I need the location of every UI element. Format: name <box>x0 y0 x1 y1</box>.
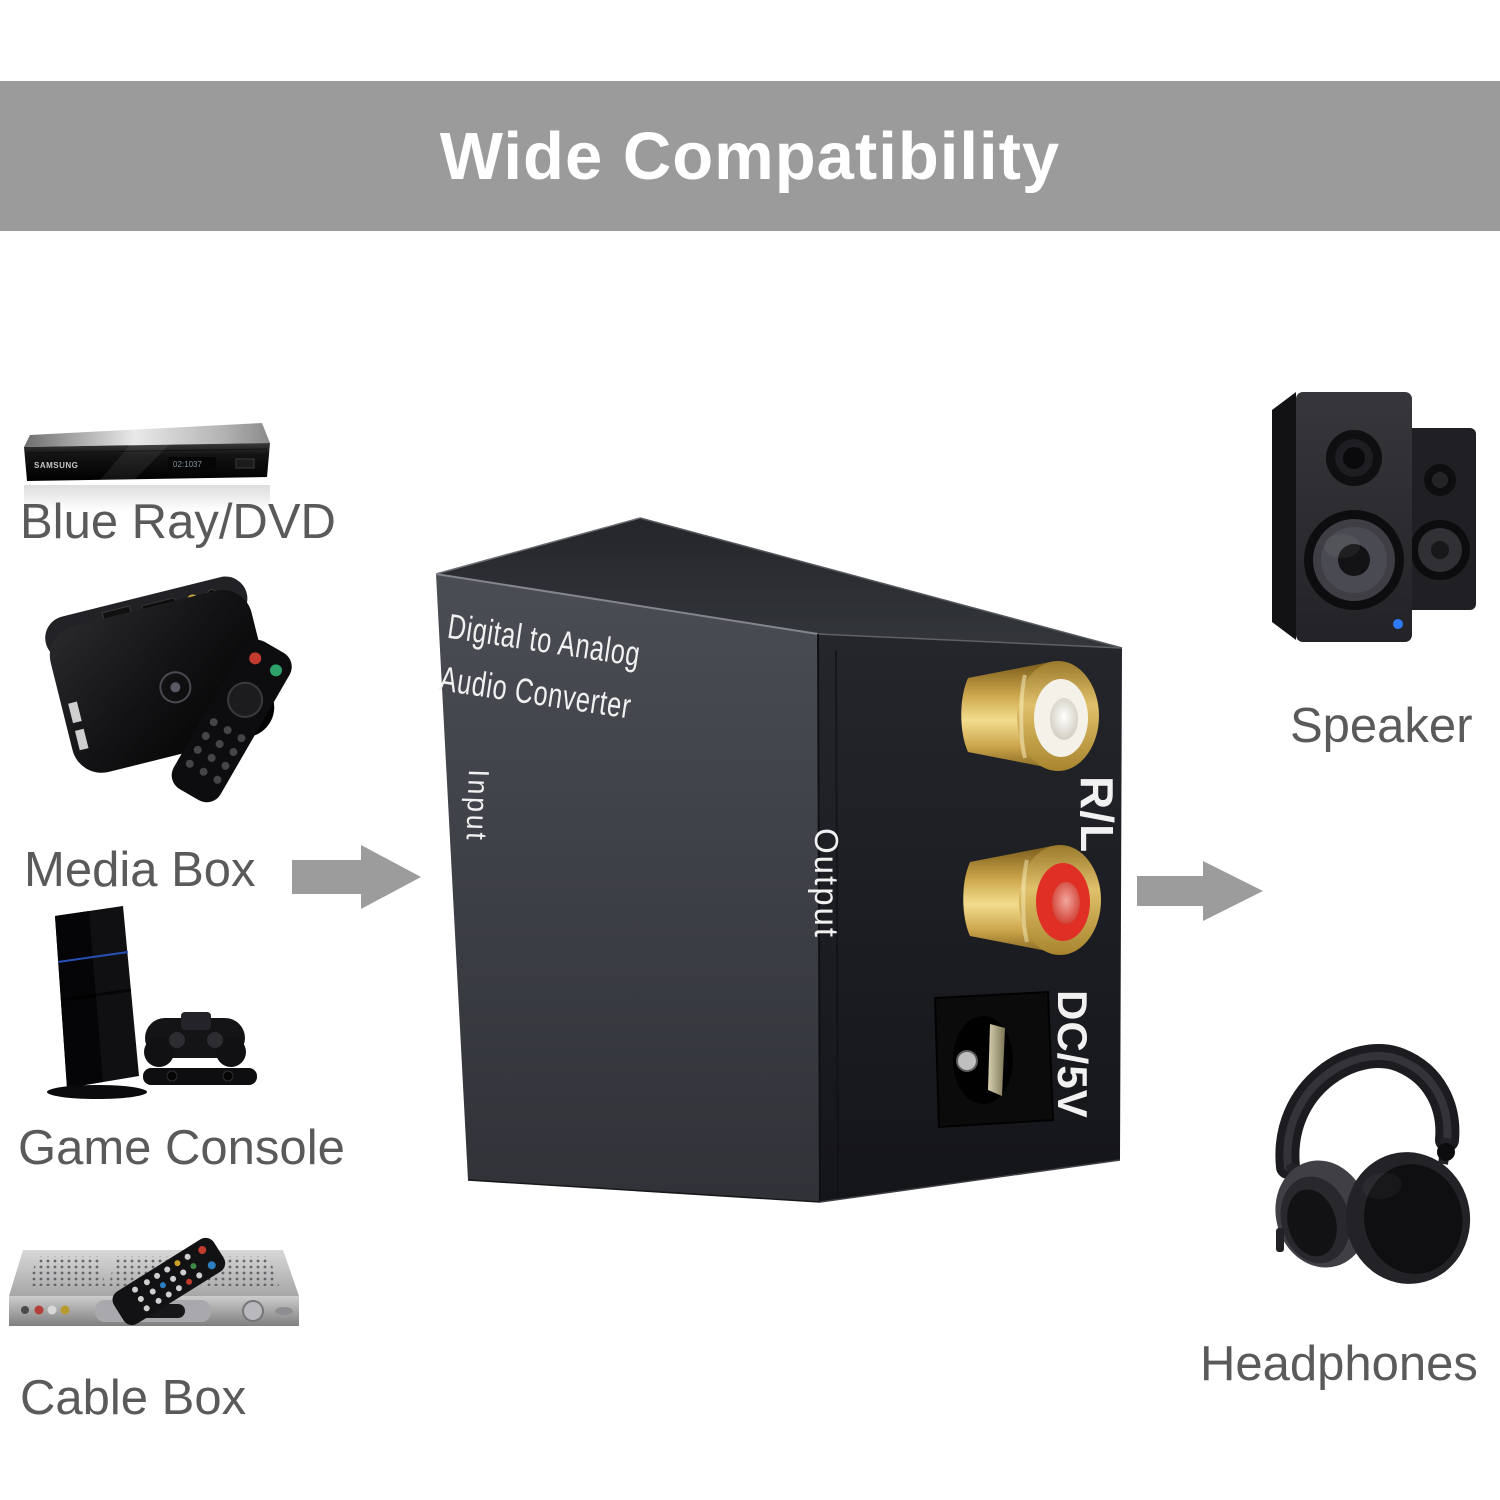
converter-box-image <box>435 517 1123 1203</box>
page-title: Wide Compatibility <box>439 118 1061 194</box>
player-lid <box>24 423 270 447</box>
output-side-label: Output <box>808 828 845 940</box>
remote-power-button <box>249 652 262 665</box>
console-seam <box>60 988 132 1002</box>
input-side-label: Input <box>459 768 494 844</box>
box-front-face <box>436 574 820 1202</box>
player-brand-text: SAMSUNG <box>34 461 78 470</box>
cable-box-image <box>9 1237 299 1326</box>
rca-jack-red <box>963 845 1101 955</box>
headphones-image <box>1275 1044 1471 1284</box>
box-top-face <box>436 518 1122 648</box>
label-speaker: Speaker <box>1290 699 1473 753</box>
cup-buttons <box>1276 1228 1284 1252</box>
remote-mute-button <box>269 664 282 677</box>
usb-port-1 <box>68 701 82 724</box>
arrow-right-icon <box>1137 861 1263 921</box>
ear-cup-left <box>1275 1160 1369 1268</box>
power-led <box>1393 619 1403 629</box>
dc-jack-blade <box>988 1024 1005 1096</box>
speaker-front <box>1272 392 1412 642</box>
console-gloss-half <box>55 911 103 1088</box>
player-reflection <box>24 485 270 511</box>
cable-remote <box>112 1237 226 1326</box>
dac-converter-box: Digital to Analog Audio Converter Input … <box>430 500 1135 1215</box>
controller-stick-right <box>207 1032 223 1048</box>
game-console-image <box>47 906 257 1099</box>
controller-stick-left <box>169 1032 185 1048</box>
dc5v-port-label: DC/5V <box>1049 990 1096 1119</box>
remote-dpad <box>227 681 264 718</box>
dc-power-jack <box>933 990 1055 1129</box>
arrow-right-icon <box>292 845 421 909</box>
controller-touchpad <box>181 1012 211 1030</box>
usb-port-2 <box>74 728 89 751</box>
label-headphones: Headphones <box>1200 1337 1478 1391</box>
dc-jack-pin <box>956 1050 978 1072</box>
player-display <box>168 457 216 470</box>
android-logo-dot <box>170 682 181 693</box>
media-box-image <box>45 576 292 803</box>
rca-jack-white <box>961 661 1099 771</box>
player-sheen <box>100 444 170 480</box>
speaker-rear <box>1404 428 1476 610</box>
speakers-image <box>1272 392 1476 642</box>
camera-lens-1 <box>166 1070 178 1082</box>
ear-cup-right <box>1345 1152 1471 1284</box>
vent-grille-1 <box>29 1256 105 1286</box>
tray-slot <box>26 448 268 454</box>
title-banner: Wide Compatibility <box>0 81 1500 231</box>
front-jack-2 <box>34 1305 44 1315</box>
front-knob <box>242 1300 264 1322</box>
player-display-text: 02:1037 <box>173 460 202 469</box>
label-blu-ray-dvd: Blue Ray/DVD <box>20 495 336 549</box>
console-light-bar <box>57 951 129 963</box>
label-media-box: Media Box <box>24 843 256 897</box>
blu-ray-dvd-player-image: SAMSUNG 02:1037 <box>24 423 270 511</box>
label-cable-box: Cable Box <box>20 1371 247 1425</box>
console-camera <box>143 1068 257 1085</box>
front-jack-1 <box>21 1306 29 1314</box>
game-controller <box>144 1012 246 1067</box>
label-game-console: Game Console <box>18 1121 345 1175</box>
player-usb-door <box>235 458 255 469</box>
media-box-remote <box>171 639 292 803</box>
brand-logo-badge <box>1437 1143 1455 1161</box>
rl-port-label: R/L <box>1071 776 1123 854</box>
front-jack-4 <box>60 1305 70 1315</box>
android-logo <box>159 671 192 704</box>
camera-lens-2 <box>222 1070 234 1082</box>
front-button <box>275 1307 293 1315</box>
console-stand <box>47 1085 147 1099</box>
front-jack-3 <box>47 1305 57 1315</box>
